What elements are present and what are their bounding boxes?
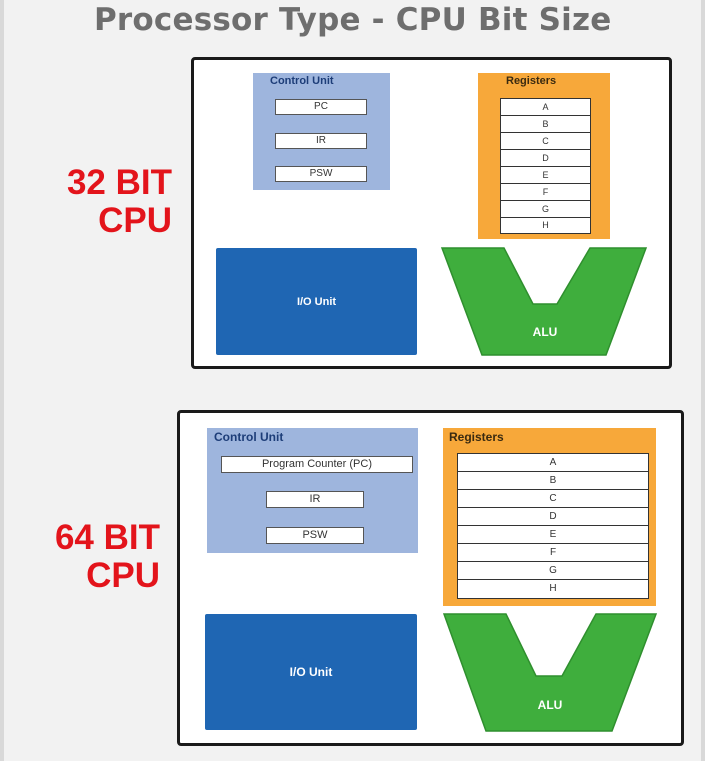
cpu32-label-line2: CPU (98, 201, 172, 240)
cpu64-psw-register: PSW (266, 527, 364, 544)
cpu32-registers-title: Registers (506, 75, 557, 87)
cpu64-label-line1: 64 BIT (54, 518, 160, 557)
cpu64-control-unit-title: Control Unit (214, 430, 284, 444)
register-b: B (458, 472, 648, 490)
register-g: G (501, 201, 590, 218)
register-e: E (501, 167, 590, 184)
cpu32-pc-register: PC (275, 99, 367, 115)
cpu32-io-unit: I/O Unit (216, 248, 417, 355)
register-g: G (458, 562, 648, 580)
cpu32-registers: Registers A B C D E F G H (478, 73, 610, 239)
cpu64-alu: ALU (442, 613, 658, 732)
cpu32-psw-register: PSW (275, 166, 367, 182)
cpu32-alu: ALU (440, 247, 648, 356)
register-b: B (501, 116, 590, 133)
register-c: C (501, 133, 590, 150)
cpu64-io-unit: I/O Unit (205, 614, 417, 730)
cpu32-control-unit-title: Control Unit (270, 75, 334, 87)
cpu64-ir-register: IR (266, 491, 364, 508)
register-f: F (501, 184, 590, 201)
cpu64-registers: Registers A B C D E F G H (443, 428, 656, 606)
register-d: D (458, 508, 648, 526)
register-f: F (458, 544, 648, 562)
cpu32-label: 32 BIT CPU (24, 164, 172, 240)
cpu32-control-unit: Control Unit PC IR PSW (253, 73, 390, 190)
cpu64-registers-title: Registers (449, 430, 504, 444)
register-h: H (542, 220, 549, 230)
cpu32-register-list: A B C D E F G H (500, 98, 591, 234)
register-d: D (501, 150, 590, 167)
cpu64-label-line2: CPU (86, 556, 160, 595)
register-c: C (458, 490, 648, 508)
cpu32-alu-label: ALU (533, 325, 558, 339)
cpu32-label-line1: 32 BIT (66, 163, 172, 202)
register-e: E (458, 526, 648, 544)
cpu64-alu-label: ALU (538, 698, 563, 712)
register-h: H (549, 583, 557, 594)
cpu64-label: 64 BIT CPU (12, 519, 160, 595)
cpu64-alu-shape (442, 613, 658, 732)
register-a: A (458, 454, 648, 472)
cpu64-control-unit: Control Unit Program Counter (PC) IR PSW (207, 428, 418, 553)
register-a: A (501, 99, 590, 116)
cpu64-program-counter: Program Counter (PC) (221, 456, 413, 473)
cpu64-register-list: A B C D E F G H (457, 453, 649, 599)
cpu32-ir-register: IR (275, 133, 367, 149)
slide-title: Processor Type - CPU Bit Size (94, 2, 612, 38)
cpu32-alu-shape (440, 247, 648, 356)
